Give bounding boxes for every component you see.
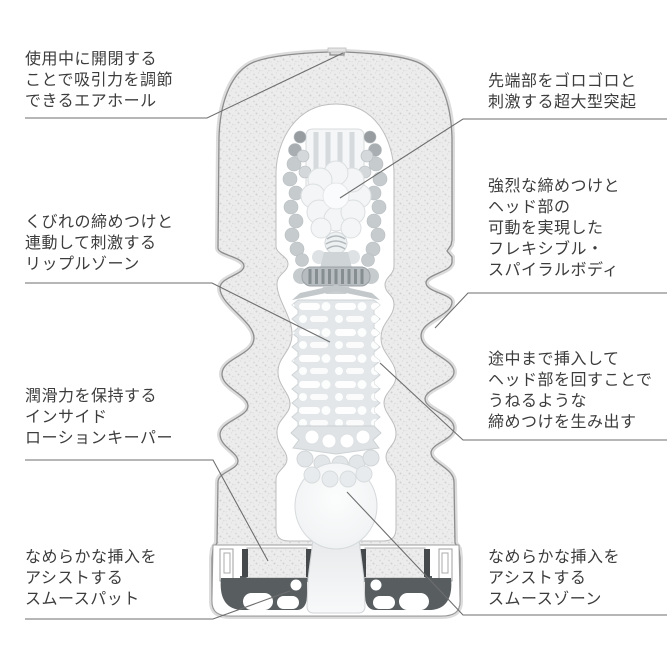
air-hole-notch: [327, 47, 347, 53]
annotation-line: スムースゾーン: [488, 591, 602, 608]
annotation-line: なめらかな挿入を: [488, 549, 621, 566]
annotation-line: 使用中に開閉する: [25, 51, 158, 68]
waist-rib-band: [292, 252, 380, 300]
bulb-top-bumps: [303, 465, 373, 488]
leader-line-smooth-pat: [25, 590, 291, 620]
leader-line-twist-squeeze: [379, 362, 667, 441]
leader-line-lotion-keeper: [25, 459, 269, 562]
annotation-line: ローションキーパー: [25, 430, 174, 447]
annotation-line: 潤滑力を保持する: [25, 388, 158, 405]
annotation-smooth-pat: なめらかな挿入を アシストする スムースパット: [25, 547, 157, 610]
annotation-large-bumps: 先端部をゴロゴロと 刺激する超大型突起: [488, 71, 637, 113]
lotion-keeper-band: [242, 547, 430, 579]
annotation-line: なめらかな挿入を: [25, 549, 158, 566]
annotation-line: アシストする: [25, 570, 124, 587]
annotation-flexible-spiral-body: 強烈な締めつけと ヘッド部の 可動を実現した フレキシブル・ スパイラルボディ: [488, 176, 620, 281]
annotation-line: 強烈な締めつけと: [488, 178, 621, 195]
annotation-air-hole: 使用中に開閉する ことで吸引力を調節 できるエアホール: [25, 49, 173, 112]
annotation-line: 途中まで挿入して: [488, 351, 620, 368]
annotation-lotion-keeper: 潤滑力を保持する インサイド ローションキーパー: [25, 386, 173, 449]
leader-line-smooth-zone: [346, 491, 667, 616]
smooth-pat-lips: [220, 578, 452, 610]
leader-line-air-hole: [25, 52, 344, 119]
annotation-line: できるエアホール: [25, 93, 157, 110]
leader-line-flexible-spiral-body: [434, 292, 667, 329]
insertion-funnel: [306, 535, 366, 614]
annotation-line: 連動して刺激する: [25, 235, 157, 252]
head-side-bumps: [282, 130, 388, 267]
annotation-line: スムースパット: [25, 591, 140, 608]
annotation-line: 可動を実現した: [488, 220, 604, 237]
annotation-ripple-zone: くびれの締めつけと 連動して刺激する リップルゾーン: [25, 212, 174, 275]
annotation-twist-squeeze: 途中まで挿入して ヘッド部を回すことで うねるような 締めつけを生み出す: [488, 349, 653, 433]
leader-line-large-bumps: [339, 118, 667, 199]
annotation-line: くびれの締めつけと: [25, 214, 174, 231]
annotation-line: うねるような: [488, 393, 588, 410]
annotation-line: 先端部をゴロゴロと: [488, 73, 637, 90]
annotation-line: ヘッド部の: [488, 199, 571, 216]
annotation-line: 締めつけを生み出す: [488, 414, 637, 431]
annotation-line: フレキシブル・: [488, 241, 604, 258]
leader-line-ripple-zone: [25, 282, 331, 343]
large-bump-cluster: [300, 160, 372, 239]
annotation-line: アシストする: [488, 570, 587, 587]
annotation-line: ことで吸引力を調節: [25, 72, 174, 89]
ripple-zone-column: [291, 299, 381, 427]
annotation-line: スパイラルボディ: [488, 262, 619, 279]
annotation-line: 刺激する超大型突起: [488, 94, 637, 111]
annotation-line: ヘッド部を回すことで: [488, 372, 653, 389]
annotation-line: リップルゾーン: [25, 256, 140, 273]
annotation-line: インサイド: [25, 409, 108, 426]
lower-flare: [290, 425, 382, 473]
annotation-smooth-zone: なめらかな挿入を アシストする スムースゾーン: [488, 547, 620, 610]
smooth-zone-bulb: [294, 462, 378, 550]
